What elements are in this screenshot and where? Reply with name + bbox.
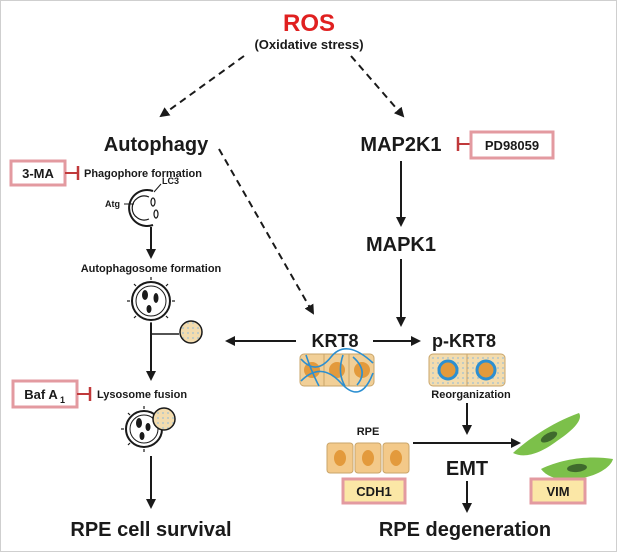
- phagophore-formation-label: Phagophore formation: [84, 168, 202, 180]
- inhibitor-3ma-box: [9, 159, 67, 187]
- rpe-epithelial-cells: [326, 442, 410, 474]
- autophagy-heading: Autophagy: [104, 134, 209, 156]
- atg-label: Atg: [105, 199, 120, 209]
- rpe-cell-survival-outcome: RPE cell survival: [70, 519, 231, 541]
- vim-marker-label: VIM: [546, 484, 569, 499]
- inhibitor-bafa1-label: Baf A: [24, 387, 58, 402]
- mapk1-label: MAPK1: [366, 234, 436, 256]
- inhibitor-pd98059-box: [469, 130, 555, 160]
- vim-marker-box: [529, 477, 587, 505]
- p-krt8-label: p-KRT8: [432, 331, 496, 351]
- reorganization-label: Reorganization: [431, 389, 511, 401]
- autolysosome-icon: [121, 406, 176, 452]
- inhibitor-3ma-label: 3-MA: [22, 166, 54, 181]
- arrow-ros-to-map2k1: [350, 55, 405, 118]
- cdh1-marker-box: [341, 477, 407, 505]
- autophagosome-icon: [127, 277, 175, 325]
- cdh1-marker-label: CDH1: [356, 484, 391, 499]
- arrow-ros-to-autophagy: [159, 55, 245, 118]
- krt8-filament-cells: [299, 348, 375, 393]
- lysosome-icon: [179, 320, 203, 344]
- phagophore-icon: [124, 183, 162, 227]
- rpe-label: RPE: [357, 426, 380, 438]
- emt-label: EMT: [446, 458, 488, 480]
- lc3-label: LC3: [162, 176, 179, 186]
- inhibitor-bafa1-box: [11, 379, 79, 409]
- rpe-degeneration-outcome: RPE degeneration: [379, 519, 551, 541]
- map2k1-label: MAP2K1: [360, 134, 441, 156]
- krt8-label: KRT8: [311, 331, 358, 351]
- oxidative-stress-subtitle: (Oxidative stress): [254, 37, 363, 52]
- lysosome-fusion-label: Lysosome fusion: [97, 389, 187, 401]
- arrow-autophagy-to-krt8: [218, 148, 314, 315]
- autophagosome-formation-label: Autophagosome formation: [81, 263, 222, 275]
- p-krt8-reorganized-cells: [428, 353, 506, 387]
- inhibitor-pd98059-label: PD98059: [485, 138, 539, 153]
- ros-title: ROS: [283, 10, 335, 37]
- mesenchymal-cells: [513, 413, 613, 480]
- inhibitor-bafa1-subscript: 1: [60, 395, 65, 405]
